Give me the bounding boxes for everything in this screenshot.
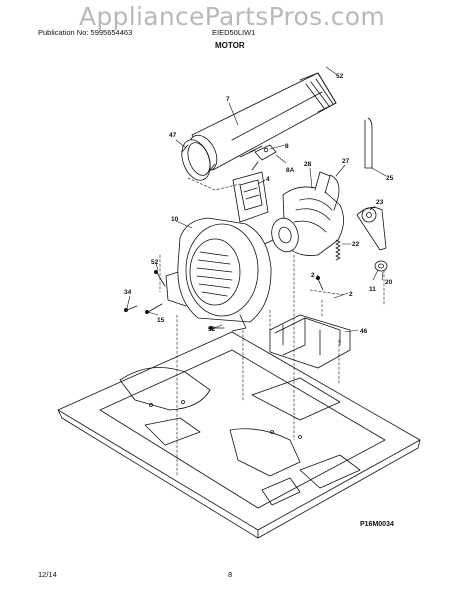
model-number: EIED50LIW1 — [212, 28, 256, 37]
callout-47-collar: 47 — [169, 132, 177, 139]
idler-spring-part — [335, 239, 341, 261]
callout-11-idler-pulley: 11 — [369, 286, 376, 293]
callout-27-spring-wire: 27 — [342, 158, 350, 165]
callout-52-blower-screw: 52 — [151, 259, 159, 266]
callout-2-screw: 2 — [311, 272, 315, 279]
callout-52-housing-screw: 52 — [208, 326, 216, 333]
duct-collar-part — [181, 139, 216, 181]
page-number: 8 — [228, 570, 233, 579]
belt-part — [364, 117, 373, 169]
callout-8a-bracket: 8A — [286, 167, 295, 174]
callout-46-motor-mount: 46 — [360, 328, 368, 335]
callout-23-idler-arm: 23 — [376, 199, 384, 206]
callout-2-mount-screw: 2 — [349, 291, 353, 298]
callout-7-exhaust-duct: 7 — [226, 96, 230, 103]
callout-34-screw: 34 — [124, 289, 132, 296]
callout-22-idler-spring: 22 — [352, 241, 360, 248]
watermark: AppliancePartsPros.com — [78, 2, 386, 31]
spring-wire-part — [329, 174, 340, 211]
figure-code: P16M0034 — [360, 521, 394, 528]
callout-15-screw: 15 — [157, 317, 165, 324]
screw-parts — [124, 269, 324, 330]
dryer-base-part — [57, 331, 421, 539]
publication-number: Publication No: 5995654463 — [38, 28, 133, 37]
callout-28-motor: 28 — [304, 161, 312, 168]
motor-bracket-part — [232, 171, 269, 223]
locator-lines — [159, 177, 385, 476]
callout-25-belt: 25 — [386, 175, 394, 182]
blower-housing-part — [165, 217, 272, 332]
callout-8-bracket: 8 — [285, 143, 289, 150]
duct-bracket-part — [251, 144, 277, 171]
idler-arm-part — [356, 207, 387, 251]
callout-52-duct-end: 52 — [336, 73, 344, 80]
callout-4-motor-bracket: 4 — [266, 176, 270, 183]
callout-20-idler-pulley: 20 — [385, 279, 393, 286]
footer-date: 12/14 — [38, 570, 57, 579]
section-title: MOTOR — [215, 41, 245, 50]
motor-mount-part — [269, 314, 351, 369]
callout-10-blower-housing: 10 — [171, 216, 179, 223]
idler-pulley-part — [374, 260, 388, 272]
drive-motor-part — [261, 171, 344, 256]
leader-lines — [126, 66, 387, 333]
